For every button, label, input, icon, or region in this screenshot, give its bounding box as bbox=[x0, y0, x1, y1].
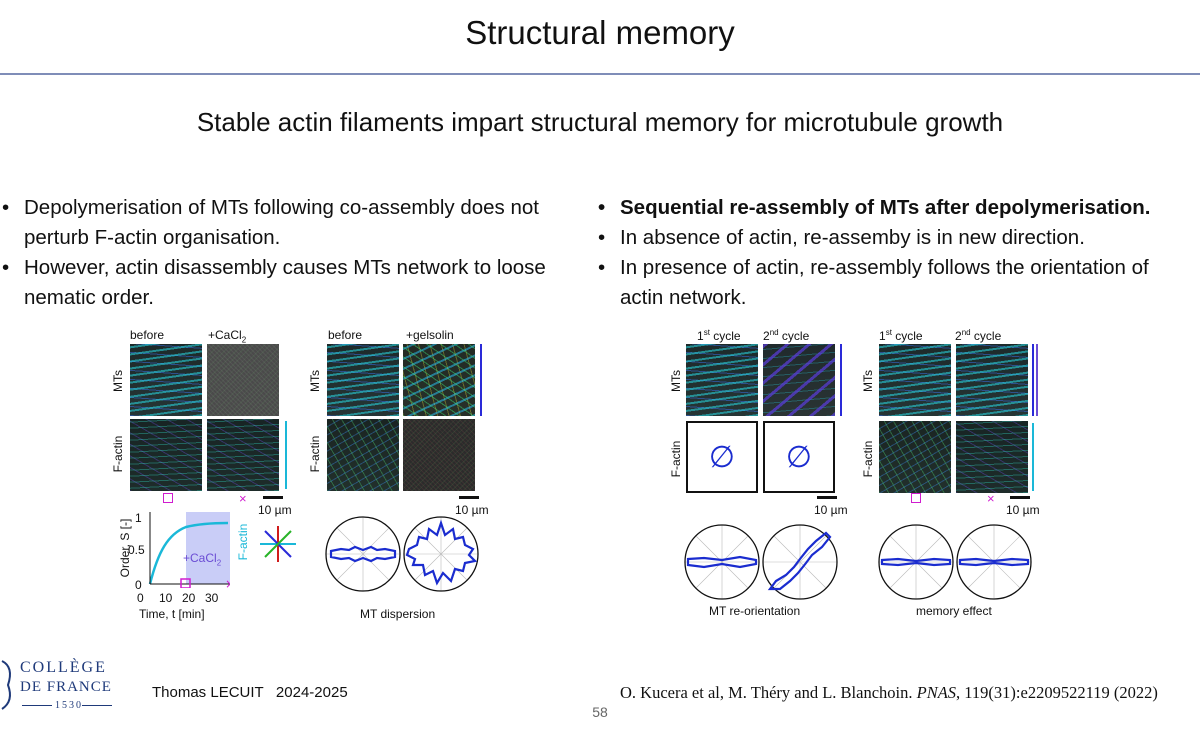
empty-set-icon: ∅ bbox=[708, 440, 736, 474]
col-label-cycle1-2: 1st cycle bbox=[879, 328, 923, 343]
bullet-item: Depolymerisation of MTs following co-ass… bbox=[2, 193, 572, 253]
xtick: 20 bbox=[182, 591, 196, 605]
scale-bar-4 bbox=[1010, 496, 1030, 499]
orientation-bar-blue bbox=[480, 344, 482, 416]
factin-plot-label: F-actin bbox=[236, 523, 250, 561]
marker-x: × bbox=[987, 491, 995, 506]
scale-bar-2 bbox=[459, 496, 479, 499]
col-label-cycle2-2: 2nd cycle bbox=[955, 328, 1002, 343]
cacl2-plot-label: +CaCl2 bbox=[183, 551, 222, 568]
micrograph-mts-cycle2-actin bbox=[956, 344, 1028, 416]
ytick: 1 bbox=[135, 511, 142, 525]
scale-label: 10 µm bbox=[258, 503, 292, 517]
order-plot: × bbox=[148, 512, 230, 588]
col-label-cacl2: +CaCl2 bbox=[208, 328, 247, 345]
row-label-factin-3: F-actin bbox=[669, 440, 683, 478]
no-actin-panel: ∅ bbox=[686, 421, 758, 493]
bullet-item: However, actin disassembly causes MTs ne… bbox=[2, 253, 572, 313]
scale-label-2: 10 µm bbox=[455, 503, 489, 517]
orientation-bar-cyan bbox=[285, 421, 287, 489]
marker-square bbox=[180, 578, 191, 588]
micrograph-factin-cacl2 bbox=[207, 419, 279, 491]
factin-order-curve bbox=[148, 521, 229, 585]
mt-reorientation-label: MT re-orientation bbox=[709, 604, 801, 618]
college-de-france-logo: COLLÈGE DE FRANCE 1530 bbox=[0, 653, 120, 717]
crest-icon bbox=[1, 660, 11, 710]
micrograph-mts-gelsolin bbox=[403, 344, 475, 416]
col-label-cycle2: 2nd cycle bbox=[763, 328, 810, 343]
mt-reorientation-polar-plots bbox=[684, 524, 838, 600]
logo-line2: DE FRANCE bbox=[20, 679, 112, 695]
left-bullet-list: Depolymerisation of MTs following co-ass… bbox=[2, 193, 572, 313]
xtick: 10 bbox=[159, 591, 173, 605]
micrograph-mts-before-2 bbox=[327, 344, 399, 416]
right-bullet-list: Sequential re-assembly of MTs after depo… bbox=[598, 193, 1188, 313]
citation: O. Kucera et al, M. Théry and L. Blancho… bbox=[620, 683, 1158, 702]
scale-label-3: 10 µm bbox=[814, 503, 848, 517]
marker-x: × bbox=[239, 491, 247, 506]
footer-author: Thomas LECUIT 2024-2025 bbox=[152, 684, 348, 701]
mt-dispersion-label: MT dispersion bbox=[360, 607, 436, 621]
logo-line1: COLLÈGE bbox=[20, 659, 107, 676]
row-label-mts-2: MTs bbox=[308, 370, 322, 392]
micrograph-factin-before-2 bbox=[327, 419, 399, 491]
slide-subtitle: Stable actin filaments impart structural… bbox=[196, 107, 1004, 137]
row-label-factin-4: F-actin bbox=[861, 440, 875, 478]
micrograph-factin-before bbox=[130, 419, 202, 491]
col-label-gelsolin: +gelsolin bbox=[406, 328, 454, 342]
row-label-mts: MTs bbox=[111, 370, 125, 392]
scale-label-4: 10 µm bbox=[1006, 503, 1040, 517]
marker-square bbox=[163, 493, 173, 503]
no-actin-panel: ∅ bbox=[763, 421, 835, 493]
micrograph-mts-before bbox=[130, 344, 202, 416]
bullet-item: In absence of actin, re-assemby is in ne… bbox=[598, 223, 1188, 253]
orientation-bar-violet bbox=[1036, 344, 1038, 416]
row-label-factin-2: F-actin bbox=[308, 435, 322, 473]
mt-dispersion-polar-plots bbox=[325, 516, 479, 592]
row-label-mts-4: MTs bbox=[861, 370, 875, 392]
title-divider bbox=[0, 73, 1200, 75]
bullet-item: In presence of actin, re-assembly follow… bbox=[598, 253, 1188, 313]
memory-effect-polar-plots bbox=[878, 524, 1032, 600]
micrograph-factin-cycle2 bbox=[956, 421, 1028, 493]
micrograph-mts-cacl2 bbox=[207, 344, 279, 416]
order-plot-xlabel: Time, t [min] bbox=[139, 607, 205, 621]
orientation-bar-blue bbox=[840, 344, 842, 416]
col-label-before: before bbox=[130, 328, 165, 342]
ytick: 0.5 bbox=[128, 543, 145, 557]
bullet-item: Sequential re-assembly of MTs after depo… bbox=[598, 193, 1188, 223]
xtick: 30 bbox=[205, 591, 219, 605]
row-label-factin: F-actin bbox=[111, 435, 125, 473]
empty-set-icon: ∅ bbox=[785, 440, 813, 474]
memory-effect-label: memory effect bbox=[916, 604, 992, 618]
scale-bar bbox=[263, 496, 283, 499]
page-number: 58 bbox=[592, 704, 608, 720]
marker-x: × bbox=[225, 577, 230, 588]
orientation-bar-blue bbox=[1032, 344, 1034, 416]
scale-bar-3 bbox=[817, 496, 837, 499]
micrograph-factin-cycle1 bbox=[879, 421, 951, 493]
row-label-mts-3: MTs bbox=[669, 370, 683, 392]
col-label-before-2: before bbox=[328, 328, 363, 342]
orientation-color-wheel-icon bbox=[260, 526, 296, 562]
slide-title: Structural memory bbox=[465, 14, 735, 51]
micrograph-mts-cycle1-no-actin bbox=[686, 344, 758, 416]
xtick: 0 bbox=[137, 591, 144, 605]
micrograph-factin-gelsolin bbox=[403, 419, 475, 491]
micrograph-mts-cycle2-no-actin bbox=[763, 344, 835, 416]
marker-square bbox=[911, 493, 921, 503]
col-label-cycle1: 1st cycle bbox=[697, 328, 741, 343]
logo-year: 1530 bbox=[55, 700, 83, 711]
ytick: 0 bbox=[135, 578, 142, 592]
orientation-bar-cyan bbox=[1032, 423, 1034, 491]
micrograph-mts-cycle1-actin bbox=[879, 344, 951, 416]
